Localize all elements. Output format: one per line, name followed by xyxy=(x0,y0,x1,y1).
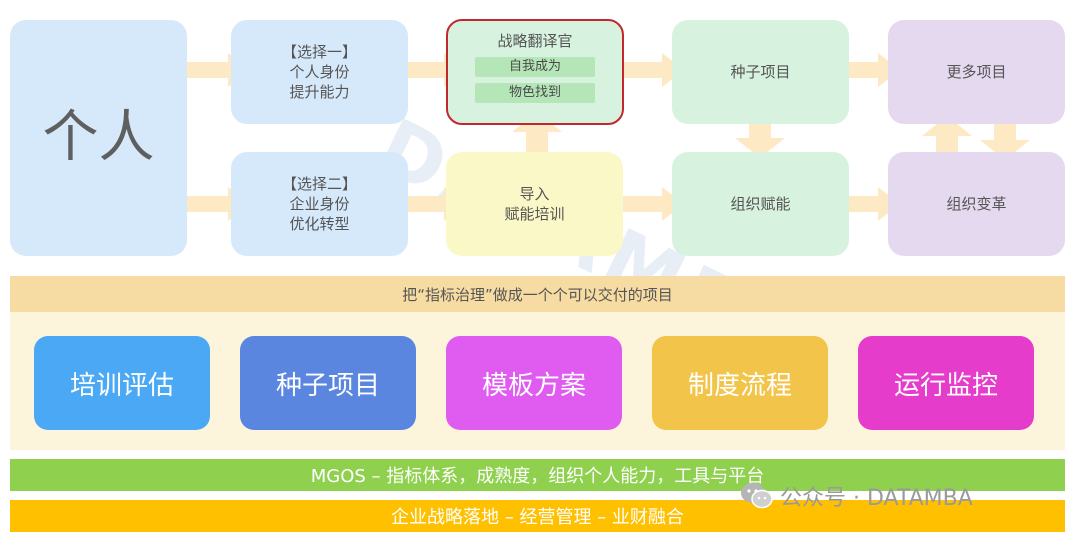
arrow-right-icon xyxy=(830,53,900,87)
category-label: 培训评估 xyxy=(69,370,174,401)
import-training-box: 导入 赋能培训 xyxy=(446,152,623,256)
org-change-box: 组织变革 xyxy=(888,152,1065,256)
wechat-icon xyxy=(741,483,773,509)
category-label: 模板方案 xyxy=(481,370,586,401)
mgos-band: MGOS – 指标体系，成熟度，组织个人能力，工具与平台 xyxy=(10,459,1065,491)
category-seed-project: 种子项目 xyxy=(240,336,416,430)
person-label: 个人 xyxy=(42,105,155,170)
category-system-process: 制度流程 xyxy=(652,336,828,430)
strategy-item-self: 自我成为 xyxy=(475,57,595,77)
category-template-solution: 模板方案 xyxy=(446,336,622,430)
brand-watermark: 公众号 · DATAMBA xyxy=(740,480,973,512)
banner-text: 把“指标治理”做成一个个可以交付的项目 xyxy=(402,285,673,304)
choice-two-box: 【选择二】 企业身份 优化转型 xyxy=(231,152,408,256)
choice-two-heading: 【选择二】 xyxy=(281,175,357,193)
enterprise-text: 企业战略落地 – 经营管理 – 业财融合 xyxy=(391,507,684,528)
strategy-translator-box: 战略翻译官 自我成为 物色找到 xyxy=(446,19,624,125)
choice-one-heading: 【选择一】 xyxy=(281,43,357,61)
brand-text: 公众号 · DATAMBA xyxy=(780,486,973,511)
category-training-evaluation: 培训评估 xyxy=(34,336,210,430)
import-label: 导入 xyxy=(519,185,550,203)
more-projects-box: 更多项目 xyxy=(888,20,1065,124)
org-enable-box: 组织赋能 xyxy=(672,152,849,256)
choice-one-line1: 个人身份 xyxy=(289,63,350,81)
banner: 把“指标治理”做成一个个可以交付的项目 xyxy=(10,276,1065,312)
arrow-up-icon xyxy=(922,116,972,160)
arrow-down-icon xyxy=(735,114,785,158)
person-box: 个人 xyxy=(10,20,187,256)
arrow-right-icon xyxy=(614,53,684,87)
arrow-right-icon xyxy=(830,187,900,221)
choice-two-line2: 优化转型 xyxy=(289,215,350,233)
more-projects-label: 更多项目 xyxy=(946,63,1007,81)
arrow-right-icon xyxy=(614,187,684,221)
choice-one-line2: 提升能力 xyxy=(289,83,350,101)
org-change-label: 组织变革 xyxy=(946,195,1007,213)
seed-project-box: 种子项目 xyxy=(672,20,849,124)
training-label: 赋能培训 xyxy=(504,205,565,223)
org-enable-label: 组织赋能 xyxy=(730,195,791,213)
seed-project-label: 种子项目 xyxy=(730,63,791,81)
category-label: 运行监控 xyxy=(893,370,998,401)
category-label: 种子项目 xyxy=(275,370,380,401)
strategy-item-find: 物色找到 xyxy=(475,83,595,103)
enterprise-band: 企业战略落地 – 经营管理 – 业财融合 xyxy=(10,500,1065,532)
arrow-down-icon xyxy=(980,116,1030,160)
choice-one-box: 【选择一】 个人身份 提升能力 xyxy=(231,20,408,124)
choice-two-line1: 企业身份 xyxy=(289,195,350,213)
category-operation-monitoring: 运行监控 xyxy=(858,336,1034,430)
category-label: 制度流程 xyxy=(687,370,792,401)
mgos-text: MGOS – 指标体系，成熟度，组织个人能力，工具与平台 xyxy=(310,466,765,487)
strategy-translator-title: 战略翻译官 xyxy=(497,32,573,50)
